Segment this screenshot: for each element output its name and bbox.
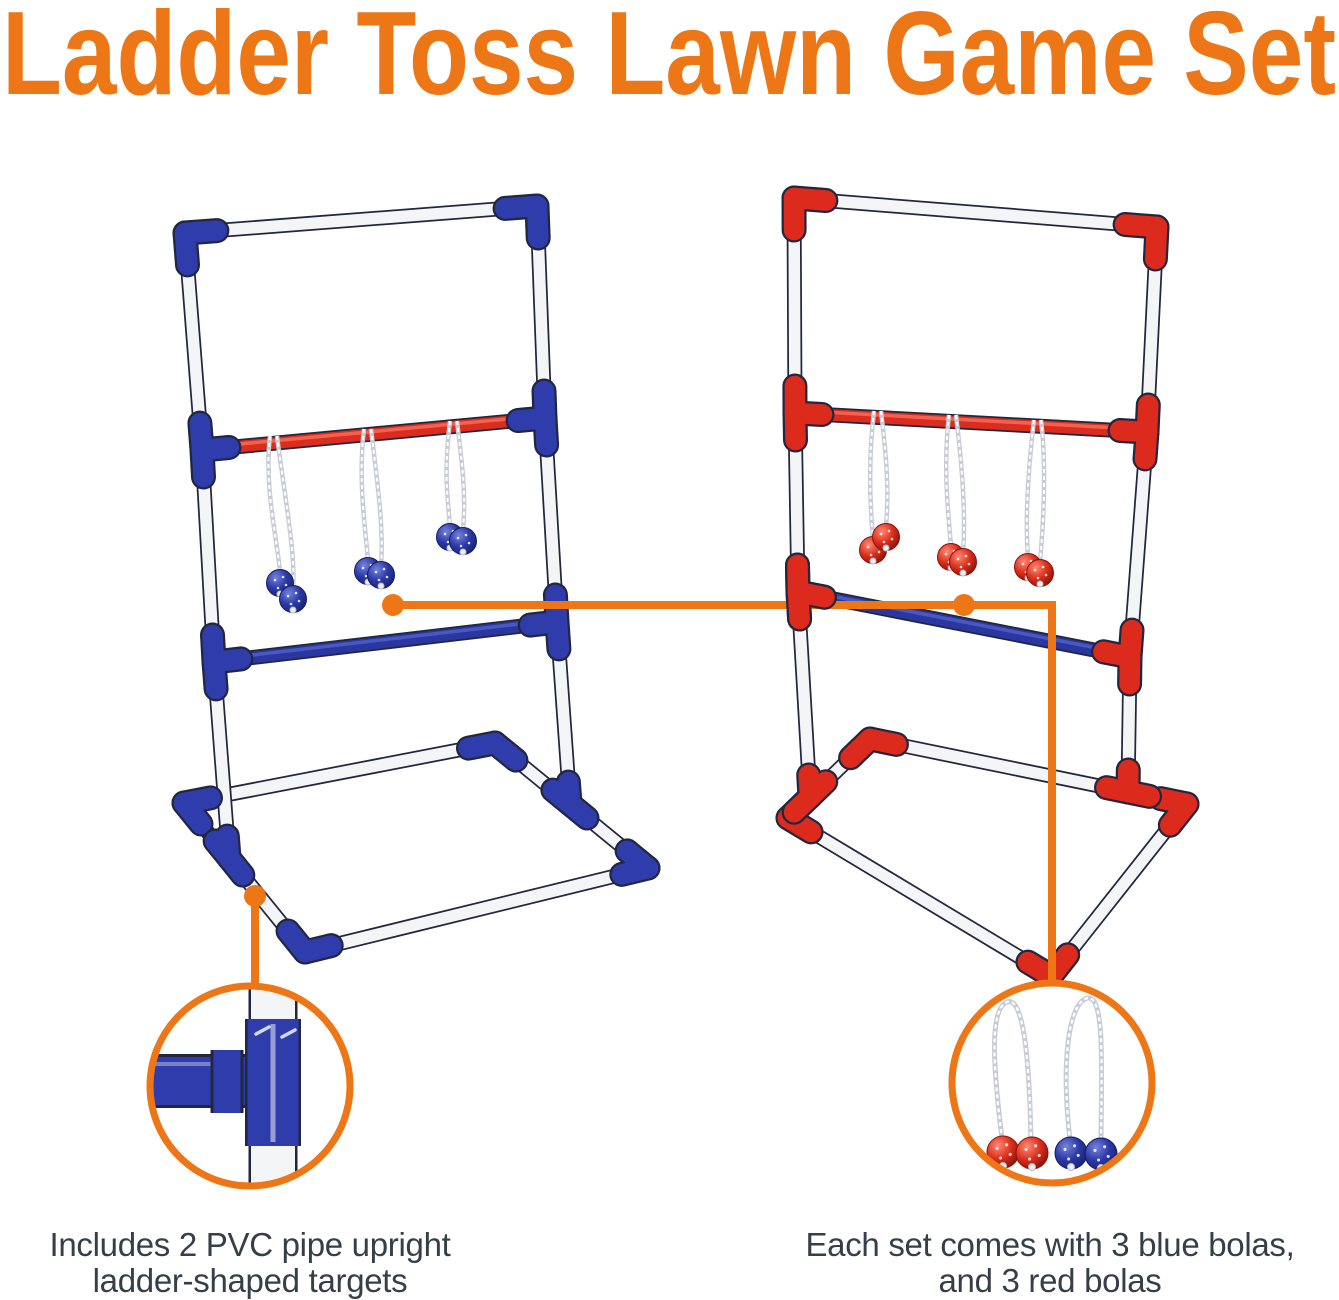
annotation-dot-base-joint	[244, 885, 266, 907]
ladder-left-fittings	[171, 193, 661, 965]
ladder-right-left-rail	[794, 198, 810, 797]
caption-left-line1: Includes 2 PVC pipe upright	[50, 1226, 451, 1263]
caption-right-line2: and 3 red bolas	[938, 1262, 1161, 1299]
ladder-right-right-rail	[1128, 227, 1157, 792]
annotation-dot-right-rung	[953, 594, 975, 616]
caption-left-line2: ladder-shaped targets	[93, 1262, 408, 1299]
callout-right-bolas	[948, 979, 1156, 1187]
ladder-right	[775, 185, 1200, 989]
ladder-left-bolas	[266, 420, 477, 614]
caption-right-line1: Each set comes with 3 blue bolas,	[805, 1226, 1294, 1263]
ladder-right-bolas	[859, 410, 1054, 588]
callout-left-tee-joint	[146, 982, 354, 1190]
ladder-left	[171, 193, 661, 965]
ladder-left-top-bar	[185, 206, 537, 233]
ladder-left-right-rail	[537, 206, 570, 804]
ladder-left-left-rail	[185, 233, 229, 858]
ladder-right-top-bar	[794, 198, 1157, 227]
callout-ring-left	[146, 982, 354, 1190]
tee-joint-closeup	[153, 989, 301, 1183]
annotation-dot-left-bolas	[382, 594, 404, 616]
annotation-line-horizontal	[393, 601, 1056, 988]
page-title: Ladder Toss Lawn Game Set	[2, 0, 1336, 120]
ladder-left-blue-rung	[214, 620, 557, 663]
fitting-over-leader	[785, 552, 837, 632]
ladder-right-red-rung	[795, 411, 1147, 433]
callout-ring-right	[948, 979, 1156, 1187]
ladder-right-base-frame-front	[788, 804, 1187, 976]
